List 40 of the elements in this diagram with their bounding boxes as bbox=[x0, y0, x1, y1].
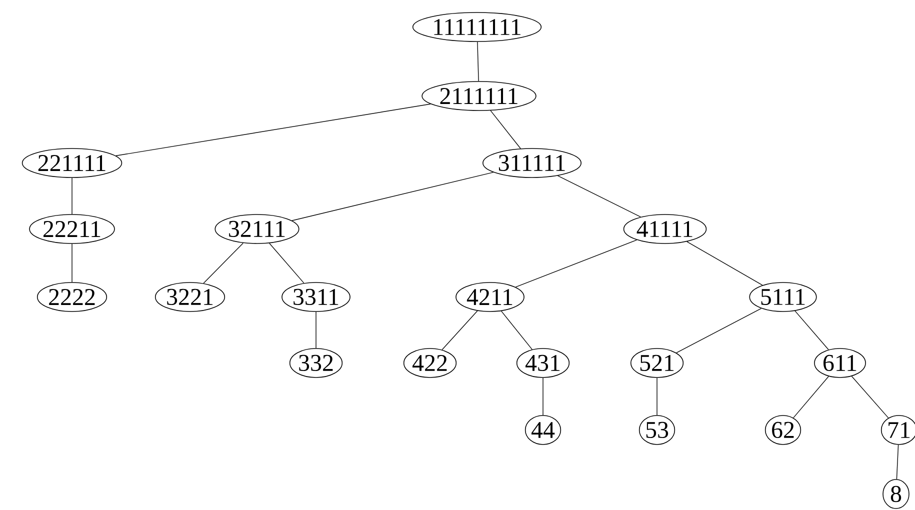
connector-line bbox=[676, 308, 762, 354]
connector-line bbox=[500, 310, 532, 350]
tree-node: 62 bbox=[764, 415, 802, 445]
tree-node: 2111111 bbox=[422, 81, 536, 111]
tree-node: 22211 bbox=[29, 214, 115, 244]
tree-node: 422 bbox=[403, 348, 457, 378]
tree-node: 521 bbox=[630, 348, 684, 378]
tree-node: 71 bbox=[880, 415, 915, 445]
tree-node: 44 bbox=[524, 415, 562, 445]
connector-line bbox=[793, 376, 829, 418]
connector-line bbox=[686, 241, 763, 286]
connector-line bbox=[477, 42, 479, 82]
connector-line bbox=[203, 242, 244, 284]
connector-line bbox=[557, 175, 641, 218]
tree-node: 41111 bbox=[623, 214, 707, 244]
tree-node: 4211 bbox=[456, 282, 524, 312]
tree-node: 32111 bbox=[214, 214, 300, 244]
connector-line bbox=[116, 104, 431, 156]
tree-node: 53 bbox=[638, 415, 676, 445]
connector-line bbox=[515, 240, 638, 288]
tree-node: 5111 bbox=[749, 282, 817, 312]
connector-line bbox=[292, 172, 494, 221]
connector-line bbox=[269, 242, 304, 284]
connector-line bbox=[656, 378, 658, 416]
connector-line bbox=[442, 310, 478, 350]
tree-node: 311111 bbox=[482, 148, 582, 178]
tree-node: 431 bbox=[516, 348, 570, 378]
tree-node: 3311 bbox=[282, 282, 350, 312]
tree-node: 8 bbox=[882, 479, 910, 509]
tree-node: 221111 bbox=[22, 148, 122, 178]
connector-line bbox=[490, 110, 521, 149]
connector-line bbox=[542, 378, 544, 416]
tree-node: 332 bbox=[289, 348, 343, 378]
tree-node: 2222 bbox=[36, 282, 108, 312]
tree-node: 11111111 bbox=[412, 12, 542, 42]
tree-node: 611 bbox=[814, 348, 866, 378]
connector-line bbox=[794, 310, 829, 350]
connector-line bbox=[851, 376, 889, 418]
connector-line bbox=[896, 444, 899, 480]
tree-node: 3221 bbox=[154, 282, 226, 312]
